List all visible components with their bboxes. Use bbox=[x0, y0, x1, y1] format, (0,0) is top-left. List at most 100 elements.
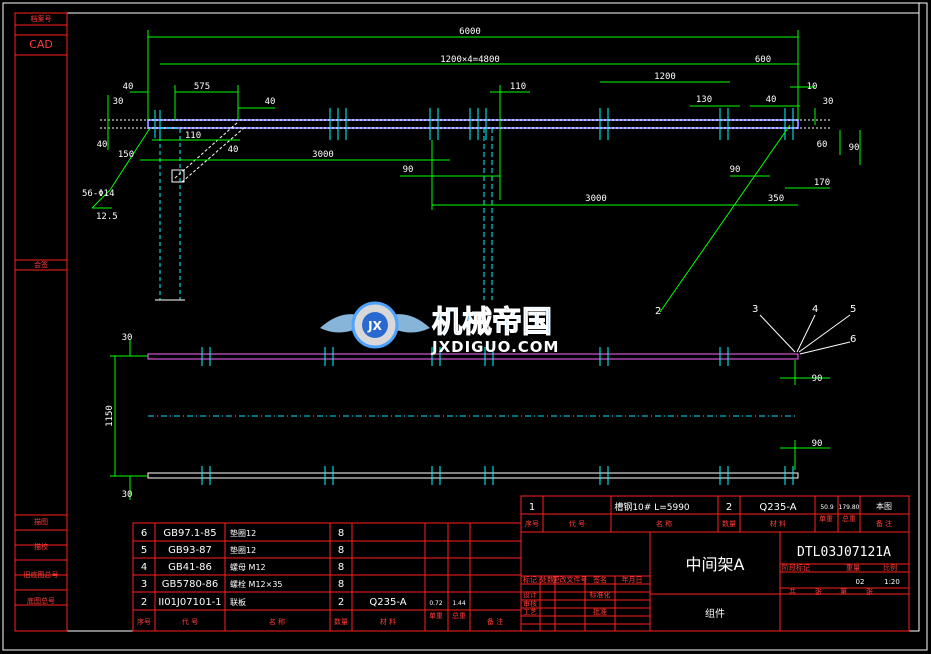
svg-text:1150: 1150 bbox=[105, 405, 115, 427]
svg-text:30: 30 bbox=[113, 97, 124, 107]
parts-list-left-header: 序号 代 号 名 称 数量 材 料 单重 总重 备 注 bbox=[137, 611, 503, 626]
svg-text:张: 张 bbox=[866, 587, 873, 596]
dimension-lines bbox=[91, 30, 861, 313]
watermark-title: 机械帝国 bbox=[432, 305, 552, 340]
svg-text:56-Φ14: 56-Φ14 bbox=[82, 189, 115, 199]
svg-text:Q235-A: Q235-A bbox=[759, 502, 796, 513]
svg-text:110: 110 bbox=[185, 131, 201, 141]
svg-text:总重: 总重 bbox=[842, 514, 856, 523]
cell-no: 2 bbox=[141, 597, 147, 608]
svg-text:90: 90 bbox=[812, 374, 823, 384]
svg-text:张: 张 bbox=[815, 587, 822, 596]
svg-text:40: 40 bbox=[265, 97, 276, 107]
cell-qty: 8 bbox=[338, 562, 344, 573]
svg-text:代 号: 代 号 bbox=[182, 617, 198, 626]
svg-text:150: 150 bbox=[118, 150, 134, 160]
left-label-cad: CAD bbox=[29, 38, 53, 51]
drawing-number: DTL03J07121A bbox=[797, 545, 891, 560]
left-label-base: 底图总号 bbox=[27, 596, 55, 605]
svg-text:02: 02 bbox=[856, 578, 865, 586]
cell-name: 联板 bbox=[230, 597, 246, 607]
parts-list-right: 1 槽钢10# L=5990 2 Q235-A 50.9 179.80 本图 序… bbox=[520, 495, 910, 533]
cell-name: 螺栓 M12×35 bbox=[230, 579, 283, 589]
svg-text:签名: 签名 bbox=[593, 575, 607, 584]
svg-text:材 料: 材 料 bbox=[770, 519, 786, 528]
elevation-view bbox=[100, 108, 830, 301]
cell-code: GB93-87 bbox=[168, 545, 212, 556]
svg-text:1200×4=4800: 1200×4=4800 bbox=[440, 55, 500, 65]
svg-text:1: 1 bbox=[529, 502, 535, 513]
svg-text:350: 350 bbox=[768, 194, 784, 204]
svg-text:90: 90 bbox=[812, 439, 823, 449]
svg-text:90: 90 bbox=[403, 165, 414, 175]
balloon-5: 5 bbox=[850, 304, 856, 315]
cell-no: 6 bbox=[141, 528, 147, 539]
svg-text:名 称: 名 称 bbox=[656, 519, 672, 528]
plan-view: 30 1150 30 90 90 bbox=[105, 333, 830, 500]
left-label-check: 描校 bbox=[34, 542, 48, 551]
cell-no: 5 bbox=[141, 545, 147, 556]
svg-text:30: 30 bbox=[122, 333, 133, 343]
balloon-6: 6 bbox=[850, 334, 856, 345]
svg-text:40: 40 bbox=[228, 145, 239, 155]
svg-text:1200: 1200 bbox=[654, 72, 676, 82]
svg-text:设计: 设计 bbox=[523, 590, 537, 599]
svg-text:重量: 重量 bbox=[846, 564, 860, 572]
cell-qty: 8 bbox=[338, 579, 344, 590]
svg-text:60: 60 bbox=[817, 140, 828, 150]
beam-plan-bottom bbox=[147, 472, 799, 479]
svg-text:40: 40 bbox=[97, 140, 108, 150]
svg-text:代 号: 代 号 bbox=[569, 519, 585, 528]
svg-text:12.5: 12.5 bbox=[96, 212, 118, 222]
left-strip-cells bbox=[15, 24, 67, 606]
cell-w2: 1.44 bbox=[452, 600, 466, 607]
cell-qty: 2 bbox=[338, 597, 344, 608]
left-label-trace: 描图 bbox=[34, 517, 48, 526]
balloon-4: 4 bbox=[812, 304, 818, 315]
svg-text:数量: 数量 bbox=[334, 617, 348, 626]
svg-text:共: 共 bbox=[789, 587, 796, 596]
drawing-type: 组件 bbox=[705, 607, 725, 620]
svg-text:阶段标记: 阶段标记 bbox=[782, 563, 810, 572]
svg-text:单重: 单重 bbox=[429, 611, 443, 620]
dimension-texts: 6000 1200×4=4800 600 1200 40 575 40 30 4… bbox=[82, 27, 859, 222]
cell-qty: 8 bbox=[338, 528, 344, 539]
left-label-archive: 档案号 bbox=[31, 14, 52, 23]
svg-text:600: 600 bbox=[755, 55, 771, 65]
svg-text:90: 90 bbox=[730, 165, 741, 175]
svg-text:1:20: 1:20 bbox=[884, 578, 900, 586]
cell-code: GB97.1-85 bbox=[163, 528, 216, 539]
svg-text:数量: 数量 bbox=[722, 519, 736, 528]
cell-w1: 0.72 bbox=[429, 600, 443, 607]
svg-text:110: 110 bbox=[510, 82, 526, 92]
title-block: 中间架A DTL03J07121A 组件 阶段标记 重量 比例 02 1:20 … bbox=[520, 531, 910, 632]
svg-text:年月日: 年月日 bbox=[622, 575, 643, 584]
svg-text:单重: 单重 bbox=[819, 514, 833, 523]
svg-text:40: 40 bbox=[123, 82, 134, 92]
watermark-emblem: JX bbox=[367, 319, 382, 333]
cell-name: 垫圈12 bbox=[230, 528, 256, 538]
cell-no: 3 bbox=[141, 579, 147, 590]
svg-text:槽钢10# L=5990: 槽钢10# L=5990 bbox=[614, 501, 690, 513]
svg-text:179.80: 179.80 bbox=[839, 504, 860, 511]
svg-text:工艺: 工艺 bbox=[523, 608, 537, 616]
svg-text:40: 40 bbox=[766, 95, 777, 105]
cell-name: 螺母 M12 bbox=[230, 562, 266, 572]
svg-text:材 料: 材 料 bbox=[380, 617, 396, 626]
balloon-2: 2 bbox=[655, 306, 661, 317]
left-label-old-base: 旧底图总号 bbox=[24, 570, 59, 579]
svg-text:标准化: 标准化 bbox=[590, 590, 611, 599]
left-strip bbox=[14, 12, 68, 632]
svg-text:575: 575 bbox=[194, 82, 210, 92]
svg-text:170: 170 bbox=[814, 178, 830, 188]
balloons: 2 3 4 5 6 bbox=[655, 304, 856, 355]
drawing-title: 中间架A bbox=[686, 555, 745, 574]
left-label-countersign: 会签 bbox=[34, 260, 48, 269]
svg-text:30: 30 bbox=[823, 97, 834, 107]
svg-text:90: 90 bbox=[849, 143, 860, 153]
balloon-3: 3 bbox=[752, 304, 758, 315]
